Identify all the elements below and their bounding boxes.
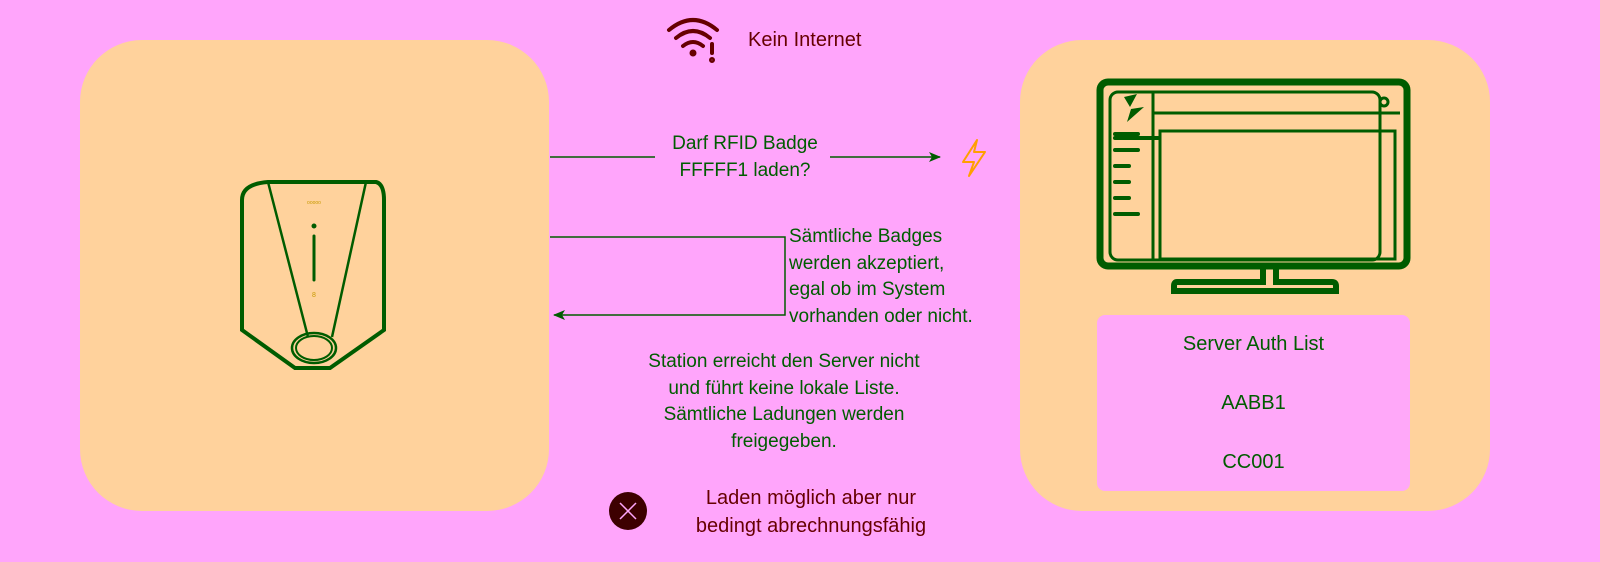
result-text: Laden möglich aber nur bedingt abrechnun…: [696, 484, 926, 540]
svg-text:ooooo: ooooo: [307, 200, 321, 206]
wifi-warning-icon: [667, 18, 719, 63]
server-auth-list-title: Server Auth List: [1182, 333, 1325, 355]
request-line: Darf RFID Badge: [672, 133, 818, 154]
response-line: vorhanden oder nicht.: [789, 305, 973, 327]
list-item: CC001: [1222, 451, 1285, 473]
lightning-icon: [962, 139, 986, 177]
svg-text:8: 8: [312, 292, 316, 299]
response-line: Sämtliche Badges: [789, 226, 943, 247]
response-arrow: [550, 236, 786, 320]
note-line: Station erreicht den Server nicht: [648, 351, 920, 372]
request-line: FFFFF1 laden?: [679, 159, 811, 181]
note-line: und führt keine lokale Liste.: [668, 377, 900, 399]
charging-station-icon: ooooo 8: [240, 180, 386, 370]
request-text: Darf RFID Badge FFFFF1 laden?: [672, 131, 818, 184]
note-line: Sämtliche Ladungen werden: [663, 404, 905, 425]
note-line: freigegeben.: [731, 430, 837, 452]
status-label: Kein Internet: [748, 29, 862, 51]
result-line: bedingt abrechnungsfähig: [695, 515, 927, 537]
monitor-dashboard-icon: [1096, 78, 1411, 294]
result-line: Laden möglich aber nur: [705, 487, 917, 509]
response-text: Sämtliche Badges werden akzeptiert, egal…: [789, 224, 973, 330]
note-text: Station erreicht den Server nicht und fü…: [648, 349, 919, 455]
error-x-icon: [609, 492, 647, 530]
list-item: AABB1: [1221, 392, 1286, 414]
response-line: werden akzeptiert,: [789, 252, 945, 274]
response-line: egal ob im System: [789, 279, 946, 300]
server-auth-list: Server Auth List AABB1 CC001: [1097, 315, 1410, 491]
